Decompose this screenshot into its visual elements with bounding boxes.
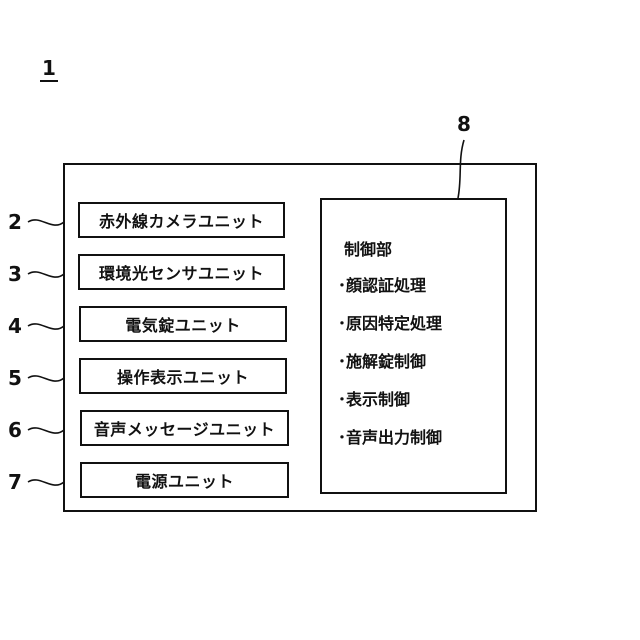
ref-label-4: 4 [8,314,22,338]
control-section-title: 制御部 [344,236,392,260]
ref-label-7: 7 [8,470,22,494]
leader-line-7 [28,480,64,485]
control-item-display-control: ･表示制御 [338,386,410,410]
electric-lock-unit: 電気錠ユニット [79,306,287,342]
leader-line-5 [28,376,64,381]
ref-label-2: 2 [8,210,22,234]
ref-label-6: 6 [8,418,22,442]
operation-display-unit: 操作表示ユニット [79,358,287,394]
ref-label-5: 5 [8,366,22,390]
voice-message-unit: 音声メッセージユニット [80,410,289,446]
control-section: 制御部 ･顔認証処理 ･原因特定処理 ･施解錠制御 ･表示制御 ･音声出力制御 [320,198,507,494]
leader-line-6 [28,428,64,433]
leader-line-4 [28,324,64,329]
control-item-lock-control: ･施解錠制御 [338,348,426,372]
ref-label-8: 8 [457,112,471,136]
infrared-camera-unit: 赤外線カメラユニット [78,202,285,238]
control-item-face-auth: ･顔認証処理 [338,272,426,296]
control-item-audio-output-control: ･音声出力制御 [338,424,442,448]
ref-label-3: 3 [8,262,22,286]
control-item-cause-identification: ･原因特定処理 [338,310,442,334]
power-supply-unit: 電源ユニット [80,462,289,498]
leader-line-3 [28,272,64,277]
ambient-light-sensor-unit: 環境光センサユニット [78,254,285,290]
leader-line-2 [28,220,64,225]
